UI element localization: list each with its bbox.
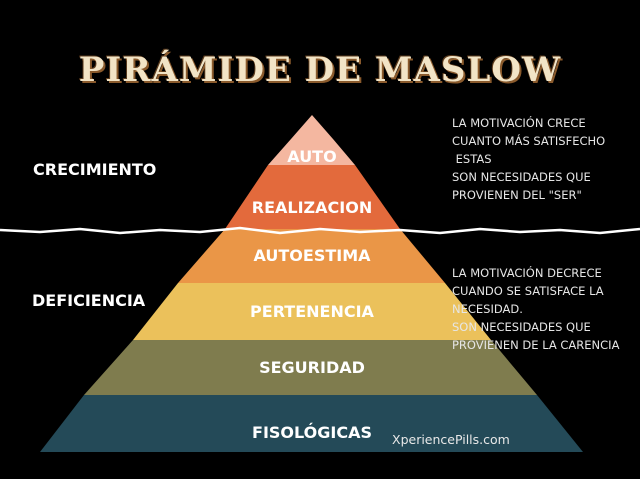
pyramid-layer-auto-top (268, 139, 355, 165)
note-line: SON NECESIDADES QUE (452, 320, 591, 334)
note-line: CUANDO SE SATISFACE LA (452, 284, 604, 298)
pyramid-layer-fisologicas (40, 395, 583, 452)
layer-label-autoestima: AUTOESTIMA (253, 246, 371, 265)
pyramid-layer-auto (291, 115, 333, 139)
note-line: PROVIENEN DEL "SER" (452, 188, 582, 202)
note-line: LA MOTIVACIÓN DECRECE (452, 266, 602, 280)
layer-label-auto: AUTO (287, 147, 337, 166)
pyramid-layer-pertenencia (133, 283, 491, 340)
note-line: PROVIENEN DE LA CARENCIA (452, 338, 620, 352)
pyramid-layer-realizacion (225, 165, 400, 229)
page-title: PIRÁMIDE DE MASLOW (78, 50, 562, 90)
divider-line (0, 226, 640, 235)
note-line: NECESIDAD. (452, 302, 523, 316)
deficiency-section-label: DEFICIENCIA (32, 291, 146, 310)
pyramid-layer-autoestima (178, 229, 445, 283)
layer-label-fisologicas: FISOLÓGICAS (252, 423, 372, 442)
note-line: LA MOTIVACIÓN CRECE (452, 116, 586, 130)
growth-note: LA MOTIVACIÓN CRECE CUANTO MÁS SATISFECH… (452, 114, 637, 204)
growth-section-label: CRECIMIENTO (33, 160, 157, 179)
note-line: CUANTO MÁS SATISFECHO (452, 134, 606, 148)
layer-label-realizacion: REALIZACION (251, 198, 373, 217)
note-line: SON NECESIDADES QUE (452, 170, 591, 184)
pyramid-layer-seguridad (84, 340, 537, 395)
layer-label-seguridad: SEGURIDAD (259, 358, 365, 377)
watermark: XperiencePills.com (392, 432, 510, 447)
deficiency-note: LA MOTIVACIÓN DECRECE CUANDO SE SATISFAC… (452, 264, 637, 354)
note-line: ESTAS (452, 152, 492, 166)
layer-label-pertenencia: PERTENENCIA (250, 302, 374, 321)
